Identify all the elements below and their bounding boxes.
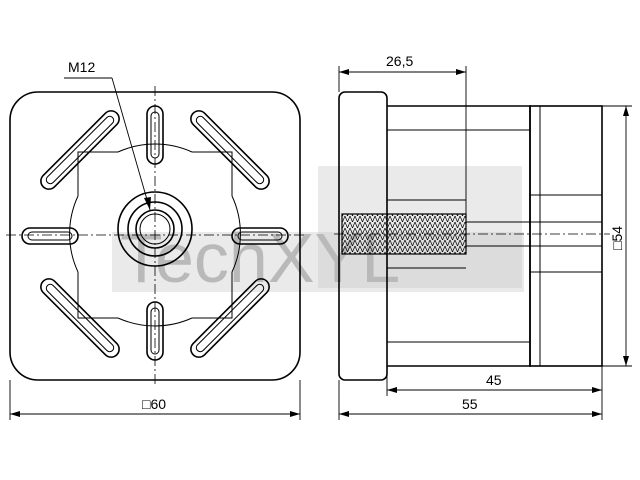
plate-width-label: □60 [142, 396, 166, 412]
body-square-label: □54 [609, 226, 625, 250]
rib-arc-bottom [117, 317, 193, 327]
rib-corner-bottom-right [192, 272, 233, 319]
end-cap-outline [529, 105, 603, 367]
rib-arc-top [117, 143, 193, 153]
slot-diagonal-bottom-right [190, 278, 270, 358]
plate-width-dimension: □60 [9, 380, 301, 420]
slot-top [146, 105, 164, 165]
stem-length-dimension: 45 [386, 366, 603, 420]
slot-right [231, 227, 289, 245]
rib-corner-top-left [77, 151, 118, 196]
boss-inner-circle [127, 201, 183, 257]
slot-diagonal-bottom-left [40, 278, 120, 358]
rib-arc-left [69, 195, 79, 273]
stem-length-label: 45 [486, 372, 502, 388]
thread-callout: M12 [64, 59, 151, 211]
insert-depth-dimension: 26,5 [338, 53, 467, 214]
body-square-dimension: □54 [602, 105, 632, 367]
slot-diagonal-top-right [190, 110, 270, 190]
thread-label: M12 [68, 59, 95, 75]
insert-depth-label: 26,5 [386, 53, 413, 69]
slot-diagonal-top-left [40, 110, 120, 190]
front-view [6, 86, 304, 385]
thread-hole-circle [135, 209, 175, 249]
side-view [334, 91, 610, 381]
thread-core-circle [139, 213, 171, 245]
overall-length-dimension: 55 [338, 380, 602, 420]
slot-left [21, 227, 79, 245]
boss-outer-circle [117, 191, 193, 267]
rib-corner-bottom-left [77, 272, 118, 319]
overall-length-label: 55 [462, 396, 478, 412]
rib-arc-right [231, 195, 241, 273]
rib-corner-top-right [192, 151, 233, 196]
slot-bottom [146, 301, 164, 361]
